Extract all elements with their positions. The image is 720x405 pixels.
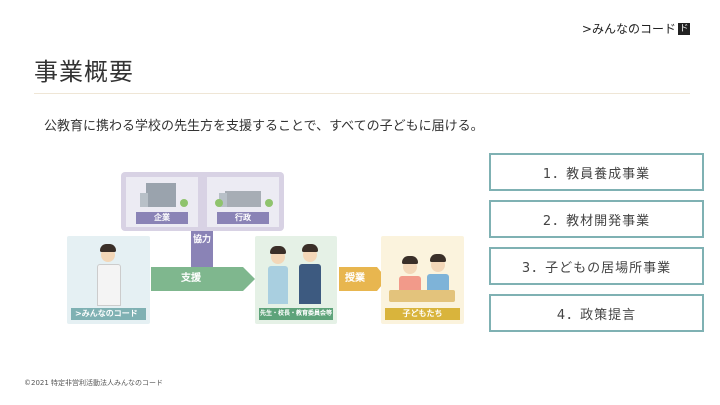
brand-logo: > みんなのコード ド [582,20,690,37]
company-label: 企業 [136,212,188,224]
title-divider [34,93,690,94]
business-item-2: 2．教材開発事業 [489,200,704,238]
cooperation-arrow: 協力 [191,231,213,279]
children-card: 子どもたち [381,236,464,324]
support-label: 支援 [181,273,201,284]
government-label: 行政 [217,212,269,224]
tree-icon [215,199,223,207]
teachers-card-label: 先生・校長・教育委員会等 [259,308,333,320]
teachers-card: 先生・校長・教育委員会等 [255,236,337,324]
lead-text: 公教育に携わる学校の先生方を支援することで、すべての子どもに届ける。 [44,119,484,134]
copyright: ©2021 特定非営利活動法人みんなのコード [24,379,164,387]
brand-prefix: > [581,21,592,36]
cooperation-label: 協力 [192,235,211,245]
lesson-label: 授業 [345,273,365,284]
brand-name: みんなのコード [591,22,676,36]
support-arrow: 支援 [151,267,255,291]
tree-icon [265,199,273,207]
business-item-3: 3．子どもの居場所事業 [489,247,704,285]
business-item-4: 4．政策提言 [489,294,704,332]
company-tile: 企業 [126,177,198,227]
desk-laptop-icon [389,290,455,302]
business-item-1: 1．教員養成事業 [489,153,704,191]
office-building-icon [140,183,176,207]
org-card-label: >みんなのコード [71,308,146,320]
org-card: >みんなのコード [67,236,150,324]
page-title: 事業概要 [34,58,134,86]
government-building-icon [219,191,261,207]
brand-mark-icon: ド [678,22,690,35]
lesson-arrow: 授業 [339,267,387,291]
children-card-label: 子どもたち [385,308,460,320]
partners-panel: 企業 行政 [121,172,284,231]
tree-icon [180,199,188,207]
government-tile: 行政 [207,177,279,227]
